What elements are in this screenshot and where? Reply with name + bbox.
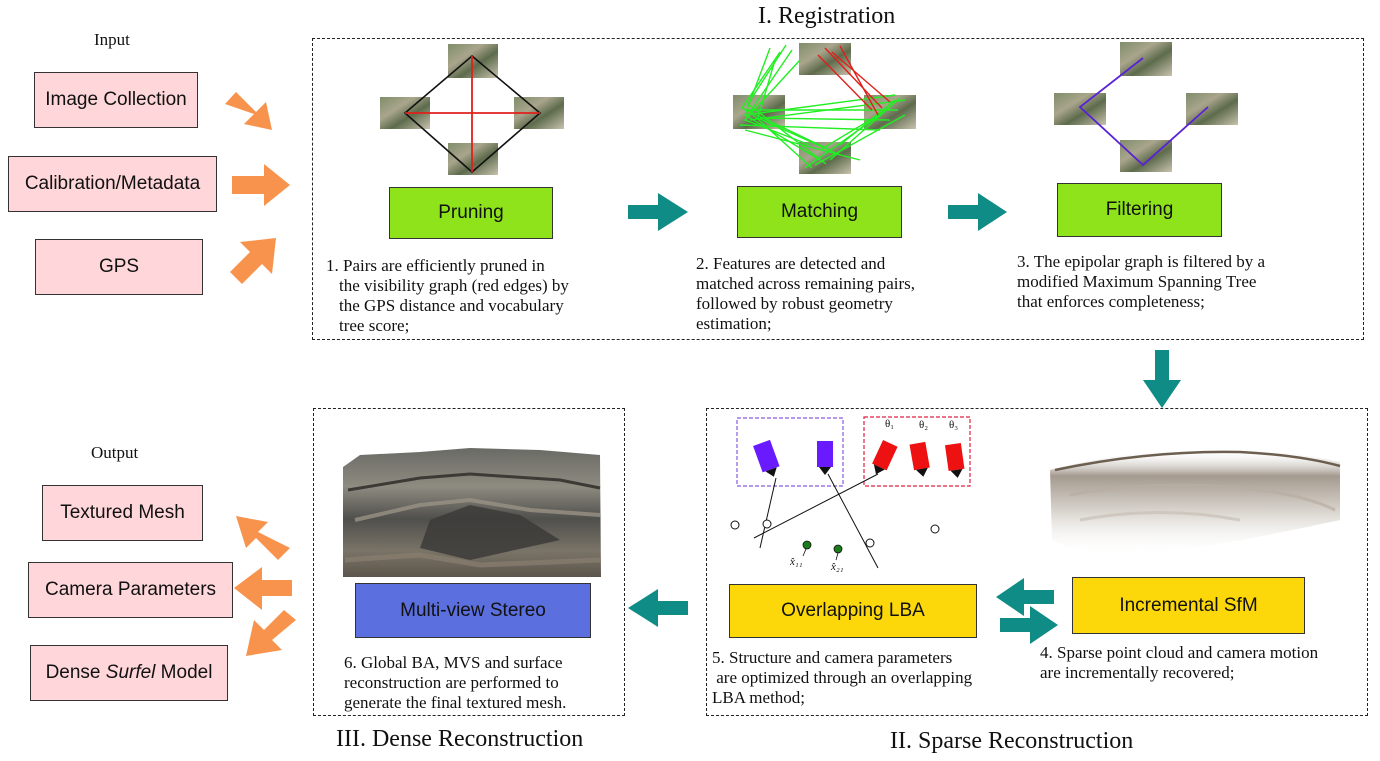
output-arrows <box>234 516 296 656</box>
desc-line: 5. Structure and camera parameters <box>712 648 953 667</box>
desc-line: 1. Pairs are efficiently pruned in <box>326 256 545 275</box>
dense-title: III. Dense Reconstruction <box>336 726 584 752</box>
desc-line: LBA method; <box>712 688 806 707</box>
desc-line: 6. Global BA, MVS and surface <box>344 653 563 672</box>
output-arrow-1 <box>236 516 290 560</box>
desc-line: 4. Sparse point cloud and camera motion <box>1040 643 1319 662</box>
overlapping-lba-box: Overlapping LBA <box>729 584 977 638</box>
registration-frame <box>312 38 1364 340</box>
sparse-frame <box>706 408 1368 716</box>
arrow-lba-to-sfm <box>1000 606 1058 644</box>
output-arrow-3 <box>246 610 296 656</box>
arrow-lba-to-mvs <box>628 589 688 627</box>
input-calibration-metadata: Calibration/Metadata <box>8 156 217 212</box>
optimized-camera-3 <box>944 443 965 478</box>
desc-line: followed by robust geometry <box>696 294 893 313</box>
fixed-camera-2 <box>817 441 833 475</box>
input-label: Input <box>94 30 130 49</box>
desc-line: the visibility graph (red edges) by <box>339 276 569 295</box>
incremental-sfm-box: Incremental SfM <box>1072 577 1305 634</box>
incremental-description: 4. Sparse point cloud and camera motion … <box>1040 643 1318 683</box>
output-arrow-2 <box>234 567 292 610</box>
optimized-camera-1 <box>872 440 898 475</box>
desc-line: 3. The epipolar graph is filtered by a <box>1017 252 1265 271</box>
observed-points <box>802 540 843 554</box>
aerial-image-top <box>448 44 498 78</box>
desc-line: modified Maximum Spanning Tree <box>1017 272 1257 291</box>
aerial-image-top <box>1120 42 1172 76</box>
desc-line: the GPS distance and vocabulary <box>339 296 564 315</box>
pruning-graph <box>380 44 564 175</box>
optimized-cameras-window <box>863 416 971 487</box>
filtering-box: Filtering <box>1057 183 1222 237</box>
filtering-description: 3. The epipolar graph is filtered by a m… <box>1017 252 1265 312</box>
matching-box: Matching <box>737 186 902 238</box>
input-arrow-3 <box>230 238 276 284</box>
structure-points <box>730 519 940 548</box>
desc-line: that enforces completeness; <box>1017 292 1205 311</box>
dense-model-suffix: Model <box>155 662 213 683</box>
dense-model-italic: Surfel <box>105 662 156 683</box>
input-image-collection: Image Collection <box>34 72 198 128</box>
fixed-camera-1 <box>753 439 780 477</box>
output-dense-surfel-model: Dense Surfel Model <box>30 645 228 701</box>
desc-line: matched across remaining pairs, <box>696 274 916 293</box>
input-arrow-1 <box>225 92 272 130</box>
theta-3-label: θ₃ <box>949 419 959 431</box>
point-x21-label: x̂₂₁ <box>831 561 844 573</box>
desc-line: 2. Features are detected and <box>696 254 886 273</box>
sparse-point-cloud <box>1050 449 1341 556</box>
desc-line: are incrementally recovered; <box>1040 663 1235 682</box>
theta-2-label: θ₂ <box>919 419 929 431</box>
dense-mesh-render <box>343 448 601 577</box>
matching-description: 2. Features are detected and matched acr… <box>696 254 915 334</box>
lba-diagram <box>730 416 971 569</box>
desc-line: reconstruction are performed to <box>344 673 559 692</box>
point-x11-label: x̂₁₁ <box>790 556 803 568</box>
spanning-tree-edges <box>1078 57 1209 167</box>
dense-frame <box>313 408 625 716</box>
inconsistent-match-lines <box>817 45 891 116</box>
flow-arrows <box>628 193 1181 644</box>
desc-line: generate the final textured mesh. <box>344 693 567 712</box>
sparse-title: II. Sparse Reconstruction <box>890 728 1134 754</box>
arrow-registration-to-sparse <box>1143 350 1181 408</box>
multi-view-stereo-box: Multi-view Stereo <box>355 583 591 638</box>
lba-description: 5. Structure and camera parameters are o… <box>712 648 972 708</box>
aerial-image-top <box>799 43 851 75</box>
optimized-camera-2 <box>909 441 930 477</box>
aerial-image-left <box>1054 93 1106 125</box>
fixed-cameras-window <box>736 417 844 487</box>
arrow-sfm-to-lba <box>996 578 1054 616</box>
input-gps: GPS <box>35 239 203 295</box>
output-textured-mesh: Textured Mesh <box>42 485 203 541</box>
input-arrows <box>225 92 290 284</box>
registration-title: I. Registration <box>758 3 896 29</box>
desc-line: are optimized through an overlapping <box>712 668 973 687</box>
output-camera-parameters: Camera Parameters <box>28 562 233 618</box>
observation-rays <box>753 473 879 569</box>
aerial-image-bottom <box>1120 140 1172 172</box>
dense-model-prefix: Dense <box>45 662 106 683</box>
pruning-box: Pruning <box>389 187 553 239</box>
input-arrow-2 <box>232 164 290 206</box>
mvs-description: 6. Global BA, MVS and surface reconstruc… <box>344 653 566 713</box>
output-label: Output <box>91 443 139 462</box>
matching-graph <box>733 43 916 174</box>
pruning-description: 1. Pairs are efficiently pruned in the v… <box>326 256 569 336</box>
arrow-matching-to-filtering <box>948 193 1007 231</box>
desc-line: estimation; <box>696 314 772 333</box>
feature-match-lines <box>739 44 906 169</box>
filtering-graph <box>1054 42 1238 172</box>
theta-1-label: θ₁ <box>885 418 895 430</box>
arrow-pruning-to-matching <box>628 193 688 231</box>
desc-line: tree score; <box>339 316 410 335</box>
